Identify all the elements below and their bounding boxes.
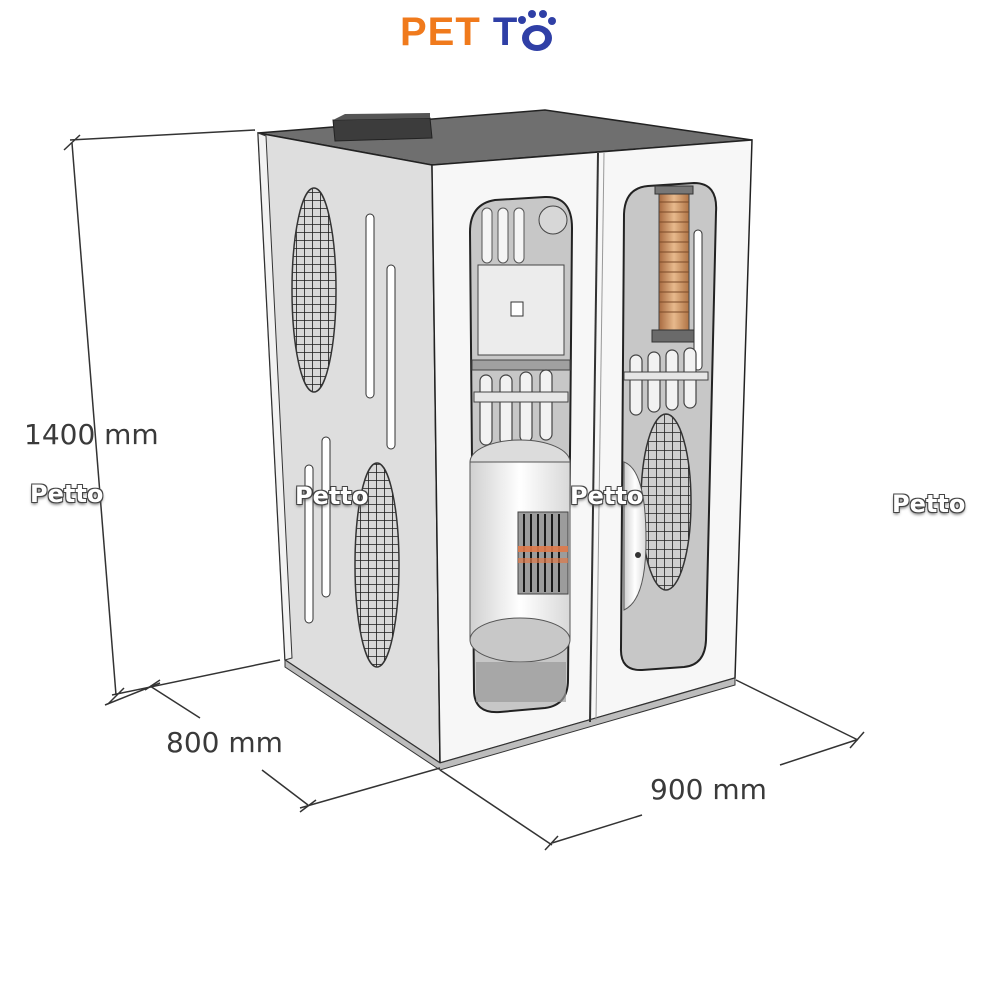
door-mesh (640, 413, 692, 591)
watermark: Petto (892, 490, 966, 518)
watermark: Petto (570, 482, 644, 510)
side-mesh-upper (291, 187, 337, 393)
watermark: Petto (30, 480, 104, 508)
width-dimension-label: 900 mm (650, 773, 767, 806)
watermark: Petto (295, 482, 369, 510)
paw-icon (518, 10, 556, 51)
top-vent-box (332, 117, 433, 142)
cabinet-side (257, 132, 441, 765)
logo-text-accent: T (492, 10, 519, 54)
depth-dimension-label: 800 mm (166, 726, 283, 759)
side-mesh-lower (354, 462, 400, 668)
height-dimension-label: 1400 mm (24, 418, 159, 451)
brand-logo: PET T (400, 10, 518, 55)
logo-text: PET (400, 10, 481, 54)
